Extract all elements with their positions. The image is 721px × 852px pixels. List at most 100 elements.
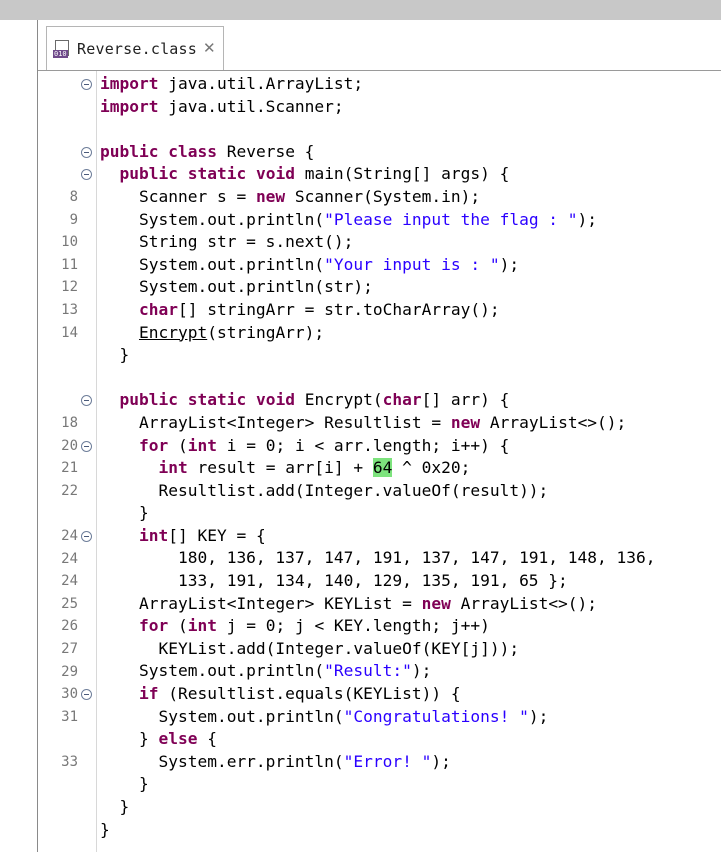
line-number: 12: [61, 279, 78, 296]
code-token: (Resultlist.equals(KEYList)) {: [158, 684, 461, 704]
code-line: KEYList.add(Integer.valueOf(KEY[j]));: [100, 638, 721, 661]
code-token: }: [100, 797, 130, 816]
code-token: void: [255, 164, 295, 184]
code-line: System.out.println("Result:");: [100, 660, 721, 683]
left-side-panel: [0, 20, 38, 852]
code-token: j = 0; j < KEY.length; j++): [216, 616, 490, 636]
code-line: Scanner s = new Scanner(System.in);: [100, 186, 721, 209]
code-line: for (int i = 0; i < arr.length; i++) {: [100, 435, 721, 458]
code-token: }: [100, 819, 110, 839]
code-token: for: [138, 616, 169, 636]
code-line: System.out.println(str);: [100, 276, 721, 299]
collapse-fold-icon[interactable]: [81, 169, 92, 181]
close-icon[interactable]: ✕: [203, 40, 216, 57]
highlighted-token: 64: [372, 458, 393, 478]
code-token: [] arr) {: [421, 390, 510, 410]
line-number: 24: [61, 550, 78, 567]
code-token: );: [411, 661, 432, 681]
code-token: new: [450, 412, 481, 432]
line-number: 27: [61, 641, 78, 657]
collapse-fold-icon[interactable]: [81, 395, 92, 407]
code-line: 133, 191, 134, 140, 129, 135, 191, 65 };: [100, 570, 721, 593]
code-line: public class Reverse {: [100, 141, 721, 164]
code-line: System.out.println("Your input is : ");: [100, 254, 721, 277]
code-token: Encrypt: [138, 322, 208, 342]
code-token: 133, 191, 134, 140, 129, 135, 191, 65 };: [100, 571, 568, 591]
code-token: String str = s.next();: [100, 232, 354, 252]
code-line: [100, 367, 721, 390]
line-number: [38, 118, 78, 141]
code-token: [178, 164, 188, 183]
line-number: [38, 819, 78, 842]
code-token: System.out.println(: [100, 661, 325, 681]
code-token: KEYList.add(Integer.valueOf(KEY[j]));: [100, 638, 520, 658]
code-token: int: [158, 458, 188, 478]
code-token: static: [187, 390, 247, 410]
code-token: [246, 164, 256, 183]
line-number: 26: [61, 618, 78, 635]
collapse-fold-icon[interactable]: [81, 531, 92, 542]
line-number: 21: [61, 460, 78, 477]
line-number: 25: [61, 595, 78, 612]
code-token: [100, 300, 139, 319]
code-line: int[] KEY = {: [100, 525, 721, 548]
code-line: if (Resultlist.equals(KEYList)) {: [100, 683, 721, 706]
code-token: char: [138, 299, 178, 319]
collapse-fold-icon[interactable]: [81, 440, 92, 452]
line-number: [38, 344, 78, 367]
code-line: import java.util.ArrayList;: [100, 73, 721, 96]
code-token: java.util.Scanner;: [158, 96, 344, 116]
code-token: Scanner s =: [100, 186, 256, 206]
code-token: [] stringArr = str.toCharArray();: [177, 299, 500, 319]
code-line: } else {: [100, 728, 721, 751]
code-token: ArrayList<Integer> KEYList =: [100, 593, 422, 613]
code-token: main(String[] args) {: [294, 164, 510, 184]
code-token: Resultlist.add(Integer.valueOf(result));: [100, 480, 549, 500]
code-token: [246, 390, 256, 409]
tab-reverse-class[interactable]: 010 Reverse.class ✕: [46, 26, 224, 70]
code-token: {: [197, 729, 217, 749]
code-token: 180, 136, 137, 147, 191, 137, 147, 191, …: [100, 548, 656, 568]
code-token: [178, 390, 188, 409]
code-token: static: [187, 164, 247, 184]
line-number: [38, 96, 78, 119]
code-token: [100, 616, 139, 635]
code-token: void: [255, 390, 295, 410]
code-token: );: [577, 209, 598, 229]
code-line: 180, 136, 137, 147, 191, 137, 147, 191, …: [100, 547, 721, 570]
code-token: [100, 323, 139, 342]
code-line: String str = s.next();: [100, 231, 721, 254]
collapse-fold-icon[interactable]: [81, 146, 92, 158]
code-token: System.out.println(: [100, 209, 325, 229]
code-token: [100, 390, 120, 409]
line-number: [38, 141, 78, 164]
code-token: }: [100, 503, 149, 523]
line-number: 22: [61, 482, 78, 499]
line-number: 11: [61, 256, 78, 273]
line-number: 33: [61, 754, 78, 770]
code-token: [] KEY = {: [168, 525, 266, 545]
line-number: 10: [61, 234, 78, 251]
code-text-area[interactable]: import java.util.ArrayList;import java.u…: [100, 73, 721, 841]
code-line: Resultlist.add(Integer.valueOf(result));: [100, 480, 721, 503]
code-token: ArrayList<>();: [450, 593, 598, 613]
code-line: ArrayList<Integer> KEYList = new ArrayLi…: [100, 593, 721, 616]
code-line: Encrypt(stringArr);: [100, 322, 721, 345]
code-token: public: [100, 141, 159, 161]
code-token: new: [255, 186, 286, 206]
code-token: Encrypt(: [294, 390, 383, 410]
collapse-fold-icon[interactable]: [81, 689, 92, 701]
code-token: "Please input the flag : ": [324, 209, 578, 229]
code-token: "Congratulations! ": [343, 706, 529, 726]
code-line: char[] stringArr = str.toCharArray();: [100, 299, 721, 322]
code-line: ArrayList<Integer> Resultlist = new Arra…: [100, 412, 721, 435]
line-number: 14: [61, 324, 78, 341]
code-token: ArrayList<Integer> Resultlist =: [100, 412, 451, 432]
line-number: 9: [69, 211, 78, 228]
code-line: for (int j = 0; j < KEY.length; j++): [100, 615, 721, 638]
code-token: public: [119, 390, 178, 410]
code-token: Reverse {: [216, 141, 315, 161]
collapse-fold-icon[interactable]: [81, 79, 92, 90]
